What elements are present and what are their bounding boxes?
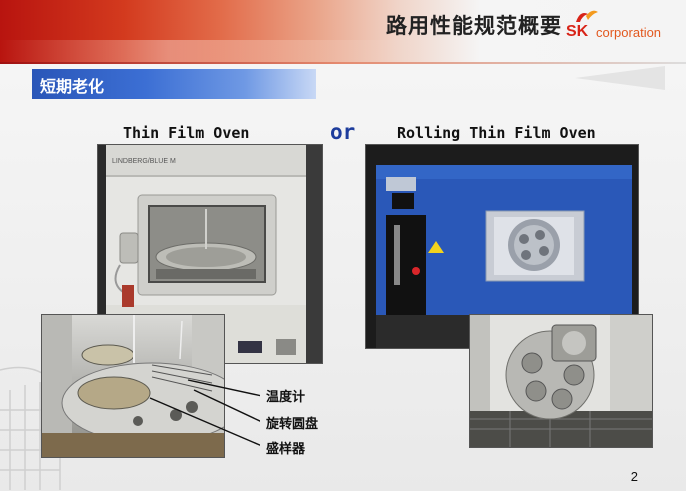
header-band <box>0 0 686 62</box>
sk-butterfly-icon <box>576 10 598 22</box>
callout-rotating-disc: 旋转圆盘 <box>266 417 319 432</box>
caption-rolling-thin-film-oven: Rolling Thin Film Oven <box>397 124 596 142</box>
header-streak <box>0 40 420 62</box>
page-title: 路用性能规范概要 <box>386 13 562 38</box>
sk-corporation-logo: SK corporation <box>566 8 676 46</box>
background-arrow-decoration <box>575 66 665 90</box>
oven-brand-plate: LINDBERG/BLUE M <box>112 158 176 165</box>
callout-thermometer: 温度计 <box>266 390 306 405</box>
header-divider <box>0 62 686 64</box>
logo-mark: SK <box>566 23 589 40</box>
page-number: 2 <box>630 469 638 484</box>
logo-text: corporation <box>596 25 662 40</box>
callout-sample-container: 盛样器 <box>266 442 306 457</box>
callout-leader-lines <box>149 379 260 446</box>
caption-thin-film-oven: Thin Film Oven <box>123 124 250 142</box>
rack-closeup-photo <box>42 315 224 457</box>
caption-or: or <box>330 120 356 144</box>
section-label: 短期老化 <box>40 77 105 96</box>
carousel-closeup-photo <box>470 315 652 447</box>
section-bar <box>32 69 316 99</box>
